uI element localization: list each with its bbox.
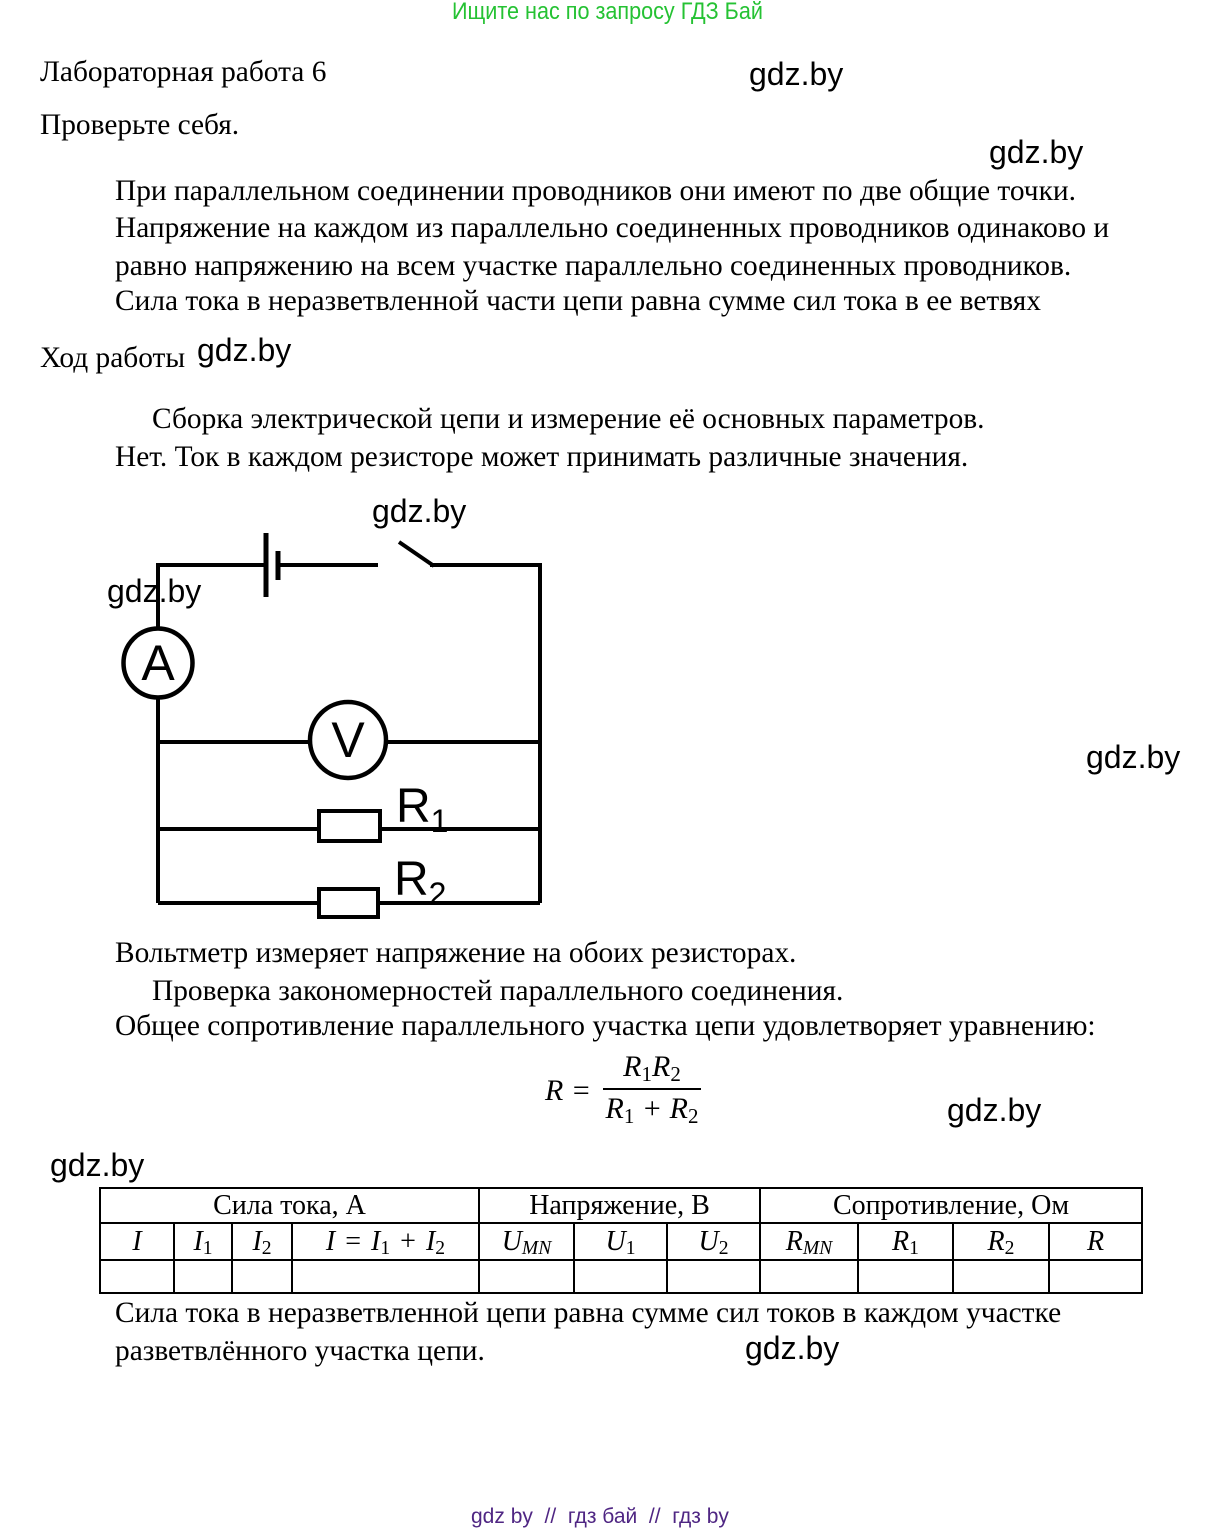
svg-text:A: A bbox=[141, 635, 175, 691]
svg-text:R2: R2 bbox=[394, 853, 446, 912]
svg-text:V: V bbox=[331, 712, 365, 768]
svg-text:R1: R1 bbox=[396, 780, 448, 839]
